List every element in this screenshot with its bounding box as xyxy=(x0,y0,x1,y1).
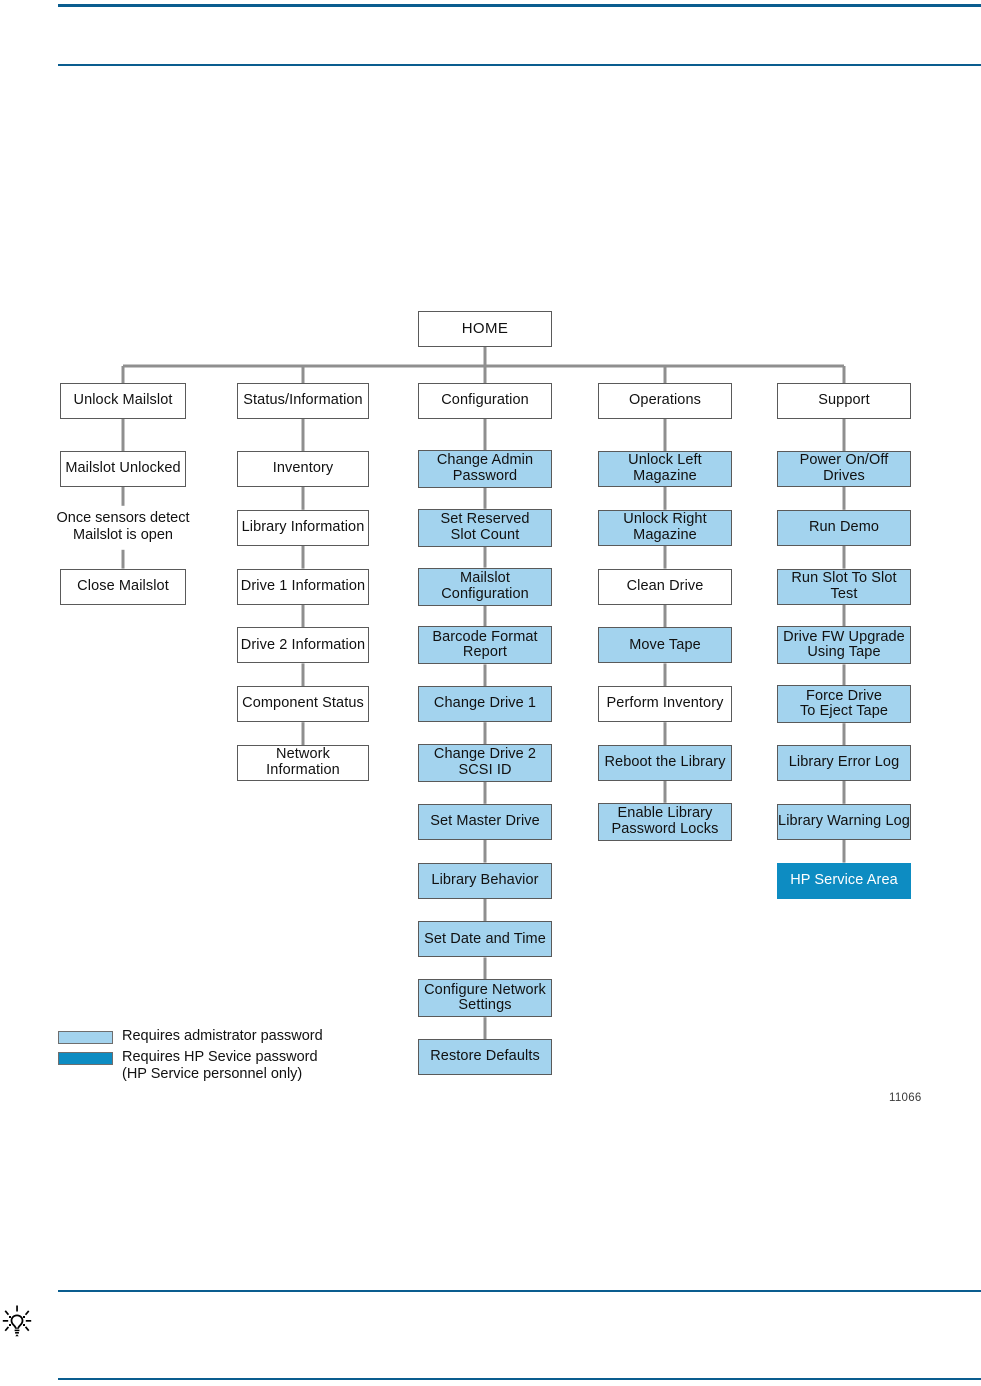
node-configuration-6[interactable]: Set Master Drive xyxy=(418,803,552,840)
node-configuration-8[interactable]: Set Date and Time xyxy=(418,921,552,958)
node-operations-2[interactable]: Clean Drive xyxy=(598,568,732,605)
caption-unlock-mailslot-1: Once sensors detect Mailslot is open xyxy=(56,509,190,543)
node-configuration-4[interactable]: Change Drive 1 xyxy=(418,686,552,723)
node-operations-1[interactable]: Unlock Right Magazine xyxy=(598,509,732,546)
node-configuration-1[interactable]: Set Reserved Slot Count xyxy=(418,508,552,547)
legend-row: Requires HP Sevice password (HP Service … xyxy=(58,1049,388,1084)
node-status-information-4[interactable]: Component Status xyxy=(237,686,369,723)
node-support-0[interactable]: Power On/Off Drives xyxy=(777,451,911,487)
node-support-3[interactable]: Drive FW Upgrade Using Tape xyxy=(777,626,911,665)
node-support-6[interactable]: Library Warning Log xyxy=(777,803,911,840)
legend-swatch-service xyxy=(58,1051,113,1065)
node-home[interactable]: HOME xyxy=(418,311,552,347)
legend-row: Requires admistrator password xyxy=(58,1028,388,1046)
node-status-information-header[interactable]: Status/Information xyxy=(237,383,369,419)
page-rule-footer-top xyxy=(58,1290,981,1292)
node-status-information-5[interactable]: Network Information xyxy=(237,745,369,781)
node-support-2[interactable]: Run Slot To Slot Test xyxy=(777,568,911,605)
node-operations-header[interactable]: Operations xyxy=(598,383,732,419)
node-operations-0[interactable]: Unlock Left Magazine xyxy=(598,451,732,487)
lightbulb-tip-icon xyxy=(2,1305,32,1339)
node-unlock-mailslot-header[interactable]: Unlock Mailslot xyxy=(60,383,186,419)
node-status-information-3[interactable]: Drive 2 Information xyxy=(237,627,369,664)
legend-label: Requires HP Sevice password (HP Service … xyxy=(122,1048,318,1083)
figure-id: 11066 xyxy=(889,1092,922,1104)
node-status-information-2[interactable]: Drive 1 Information xyxy=(237,568,369,605)
legend-label: Requires admistrator password xyxy=(122,1028,323,1044)
node-operations-3[interactable]: Move Tape xyxy=(598,627,732,664)
legend-swatch-admin xyxy=(58,1031,113,1044)
node-operations-5[interactable]: Reboot the Library xyxy=(598,745,732,781)
page-rule-header xyxy=(58,64,981,66)
node-support-1[interactable]: Run Demo xyxy=(777,509,911,546)
page-rule-footer-bottom xyxy=(58,1378,981,1380)
node-support-header[interactable]: Support xyxy=(777,383,911,419)
node-configuration-7[interactable]: Library Behavior xyxy=(418,862,552,899)
page-rule-top xyxy=(58,4,981,7)
node-support-5[interactable]: Library Error Log xyxy=(777,745,911,781)
node-configuration-header[interactable]: Configuration xyxy=(418,383,552,419)
node-configuration-0[interactable]: Change Admin Password xyxy=(418,450,552,488)
node-status-information-0[interactable]: Inventory xyxy=(237,451,369,487)
node-unlock-mailslot-0[interactable]: Mailslot Unlocked xyxy=(60,451,186,487)
node-status-information-1[interactable]: Library Information xyxy=(237,509,369,546)
node-operations-4[interactable]: Perform Inventory xyxy=(598,686,732,723)
node-configuration-3[interactable]: Barcode Format Report xyxy=(418,626,552,665)
node-support-7[interactable]: HP Service Area xyxy=(777,862,911,899)
node-configuration-2[interactable]: Mailslot Configuration xyxy=(418,567,552,606)
node-unlock-mailslot-2[interactable]: Close Mailslot xyxy=(60,568,186,605)
node-operations-6[interactable]: Enable Library Password Locks xyxy=(598,802,732,841)
node-configuration-10[interactable]: Restore Defaults xyxy=(418,1039,552,1075)
node-configuration-9[interactable]: Configure Network Settings xyxy=(418,979,552,1018)
node-support-4[interactable]: Force Drive To Eject Tape xyxy=(777,685,911,724)
node-configuration-5[interactable]: Change Drive 2 SCSI ID xyxy=(418,744,552,782)
